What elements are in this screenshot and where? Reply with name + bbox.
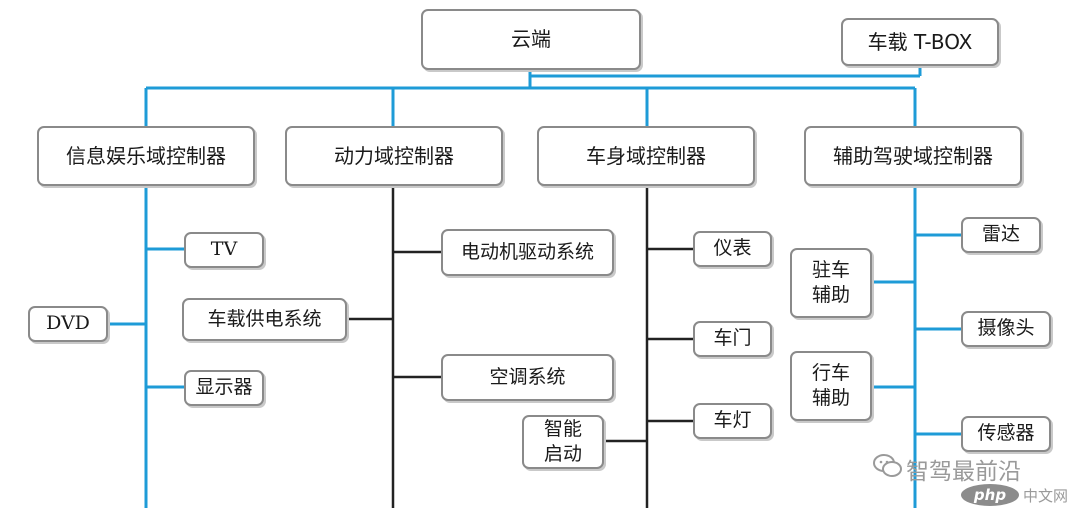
instrument-node: 仪表 [693,231,772,267]
parking-assist-node: 驻车 辅助 [790,248,872,318]
power-supply-node: 车载供电系统 [182,298,347,341]
powertrain-controller-node: 动力域控制器 [285,126,503,186]
radar-node: 雷达 [961,217,1041,253]
sensor-node: 传感器 [961,416,1051,452]
ac-node: 空调系统 [441,354,614,401]
body-controller-node: 车身域控制器 [537,126,755,186]
php-logo-icon: php [961,484,1019,506]
wechat-watermark: 智驾最前沿 [906,459,1021,485]
adas-controller-node: 辅助驾驶域控制器 [804,126,1022,186]
motor-drive-node: 电动机驱动系统 [441,229,614,276]
php-watermark: php [973,486,1006,504]
infotainment-controller-node: 信息娱乐域控制器 [37,126,255,186]
lamp-node: 车灯 [693,403,772,439]
smart-start-node: 智能 启动 [522,415,604,469]
tbox-node: 车载 T-BOX [841,18,999,66]
driving-assist-node: 行车 辅助 [790,351,872,421]
door-node: 车门 [693,321,772,357]
dvd-node: DVD [28,306,108,342]
display-node: 显示器 [184,370,264,406]
cloud-node: 云端 [421,9,641,70]
camera-node: 摄像头 [961,311,1051,347]
tv-node: TV [184,232,264,268]
wechat-icon [873,454,902,477]
php-cn-watermark: 中文网 [1023,487,1069,505]
